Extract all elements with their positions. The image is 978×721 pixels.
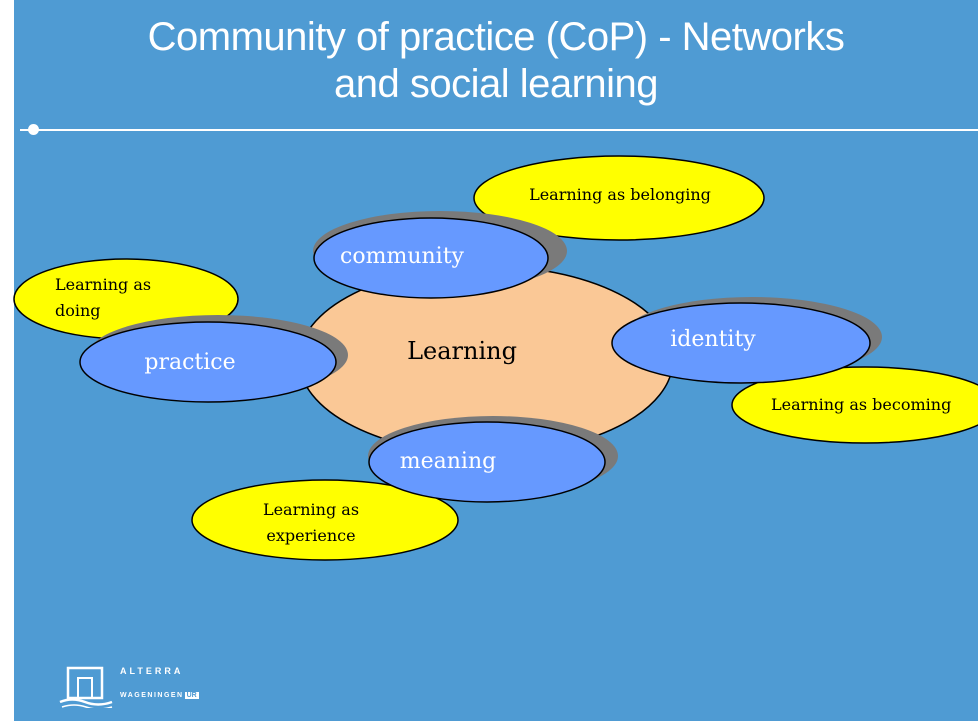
practice-ellipse <box>79 321 337 403</box>
outcome-ellipse-belonging <box>473 155 765 241</box>
logo-ur-badge: UR <box>184 692 199 699</box>
community-ellipse <box>313 217 549 299</box>
community-label: community <box>340 244 465 269</box>
outcome-label-belonging: Learning as belonging <box>529 185 711 204</box>
outcome-label-experience-line2: experience <box>266 526 355 545</box>
logo-subtitle-text: WAGENINGEN <box>120 692 184 699</box>
logo-name: ALTERRA <box>120 666 184 676</box>
identity-label: identity <box>670 327 756 352</box>
slide-title: Community of practice (CoP) - Networks a… <box>14 14 978 108</box>
divider-dot <box>28 124 39 135</box>
title-line-2: and social learning <box>333 62 659 106</box>
alterra-logo-mark <box>59 666 113 710</box>
outcome-label-doing-line2: doing <box>55 301 101 320</box>
outcome-label-becoming: Learning as becoming <box>771 395 951 414</box>
outcome-ellipse-becoming <box>731 366 978 444</box>
title-line-1: Community of practice (CoP) - Networks <box>147 15 845 59</box>
practice-label: practice <box>144 350 235 375</box>
center-label: Learning <box>407 337 517 365</box>
title-divider <box>20 129 978 131</box>
outcome-ellipse-experience <box>191 479 459 561</box>
outcome-label-doing-line1: Learning as <box>55 275 151 294</box>
meaning-ellipse <box>368 421 606 503</box>
meaning-label: meaning <box>400 449 496 474</box>
outcome-label-experience-line1: Learning as <box>263 500 359 519</box>
identity-ellipse <box>611 302 871 384</box>
